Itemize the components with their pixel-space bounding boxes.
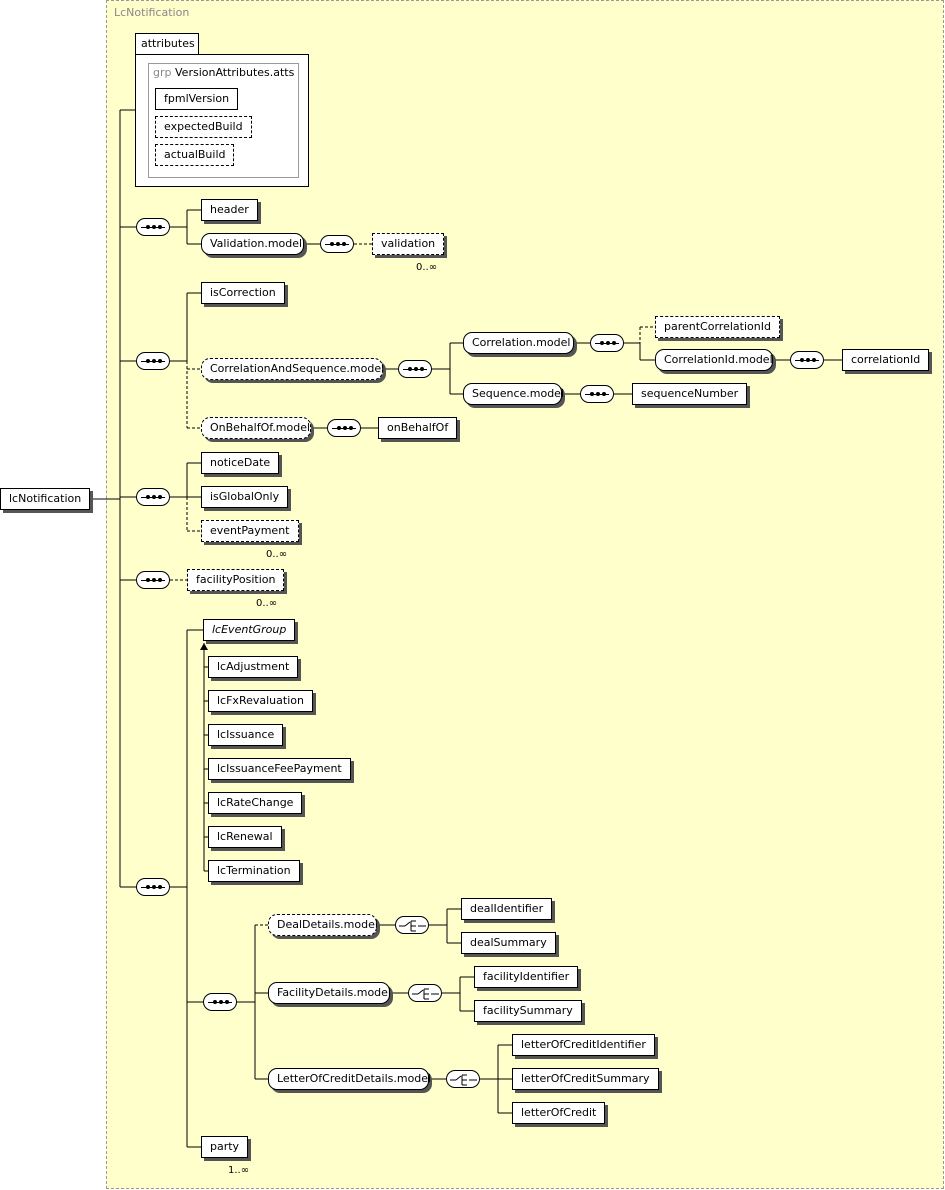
model-correlation[interactable]: Correlation.model <box>463 332 574 354</box>
element-letter-of-credit-identifier[interactable]: letterOfCreditIdentifier <box>512 1034 655 1056</box>
sequence-compositor <box>790 351 824 369</box>
element-parent-correlation-id[interactable]: parentCorrelationId <box>655 316 780 338</box>
element-letter-of-credit-summary[interactable]: letterOfCreditSummary <box>512 1068 659 1090</box>
root-element[interactable]: lcNotification <box>0 488 91 510</box>
element-is-global-only[interactable]: isGlobalOnly <box>201 486 289 508</box>
element-lc-event-group[interactable]: lcEventGroup <box>203 619 296 641</box>
model-letter-of-credit-details[interactable]: LetterOfCreditDetails.model <box>268 1068 431 1090</box>
model-validation[interactable]: Validation.model <box>201 233 304 255</box>
element-deal-summary[interactable]: dealSummary <box>461 932 556 954</box>
sequence-compositor <box>136 218 170 236</box>
element-notice-date[interactable]: noticeDate <box>201 452 280 474</box>
sequence-compositor <box>136 571 170 589</box>
element-event-payment[interactable]: eventPayment <box>201 520 299 542</box>
multiplicity-event-payment: 0..∞ <box>266 549 288 560</box>
sequence-compositor <box>398 360 432 378</box>
attribute-group-label: grp VersionAttributes.atts <box>153 66 294 79</box>
attributes-tab: attributes <box>135 33 199 55</box>
sequence-compositor <box>136 352 170 370</box>
sequence-compositor <box>136 878 170 896</box>
element-correlation-id[interactable]: correlationId <box>842 349 930 371</box>
model-facility-details[interactable]: FacilityDetails.model <box>268 982 391 1004</box>
attribute-group-frame <box>148 63 299 178</box>
choice-compositor <box>395 916 429 934</box>
element-lc-fx-revaluation[interactable]: lcFxRevaluation <box>208 690 313 712</box>
sequence-compositor <box>136 488 170 506</box>
element-sequence-number[interactable]: sequenceNumber <box>632 383 748 405</box>
model-sequence[interactable]: Sequence.model <box>463 383 564 405</box>
model-correlation-id[interactable]: CorrelationId.model <box>655 349 773 371</box>
group-name: VersionAttributes.atts <box>175 66 295 79</box>
sequence-compositor <box>327 419 361 437</box>
element-lc-renewal[interactable]: lcRenewal <box>208 826 282 848</box>
sequence-compositor <box>580 385 614 403</box>
panel-title: LcNotification <box>114 6 190 19</box>
model-on-behalf-of[interactable]: OnBehalfOf.model <box>201 417 311 439</box>
model-deal-details[interactable]: DealDetails.model <box>268 914 378 936</box>
sequence-compositor <box>320 235 354 253</box>
choice-compositor <box>446 1070 480 1088</box>
element-letter-of-credit[interactable]: letterOfCredit <box>512 1102 606 1124</box>
element-lc-adjustment[interactable]: lcAdjustment <box>208 656 299 678</box>
element-validation[interactable]: validation <box>372 233 445 255</box>
element-facility-summary[interactable]: facilitySummary <box>474 1000 582 1022</box>
attribute-expected-build[interactable]: expectedBuild <box>155 116 252 138</box>
sequence-compositor <box>590 334 624 352</box>
multiplicity-facility-position: 0..∞ <box>256 598 278 609</box>
attribute-actual-build[interactable]: actualBuild <box>155 144 235 166</box>
element-is-correction[interactable]: isCorrection <box>201 282 285 304</box>
element-lc-issuance[interactable]: lcIssuance <box>208 724 284 746</box>
element-lc-rate-change[interactable]: lcRateChange <box>208 792 303 814</box>
lc-notification-panel <box>106 0 944 1189</box>
sequence-compositor <box>203 993 237 1011</box>
group-keyword: grp <box>153 66 172 79</box>
element-party[interactable]: party <box>201 1136 249 1158</box>
multiplicity-party: 1..∞ <box>228 1165 250 1176</box>
element-deal-identifier[interactable]: dealIdentifier <box>461 898 553 920</box>
choice-compositor <box>408 984 442 1002</box>
element-lc-issuance-fee-payment[interactable]: lcIssuanceFeePayment <box>208 758 351 780</box>
element-header[interactable]: header <box>201 199 258 221</box>
element-on-behalf-of[interactable]: onBehalfOf <box>378 417 458 439</box>
element-lc-termination[interactable]: lcTermination <box>208 860 300 882</box>
model-correlation-and-sequence[interactable]: CorrelationAndSequence.model <box>201 358 384 380</box>
multiplicity-validation: 0..∞ <box>416 262 438 273</box>
element-facility-position[interactable]: facilityPosition <box>187 569 285 591</box>
element-facility-identifier[interactable]: facilityIdentifier <box>474 966 579 988</box>
attribute-fpml-version[interactable]: fpmlVersion <box>155 88 239 110</box>
